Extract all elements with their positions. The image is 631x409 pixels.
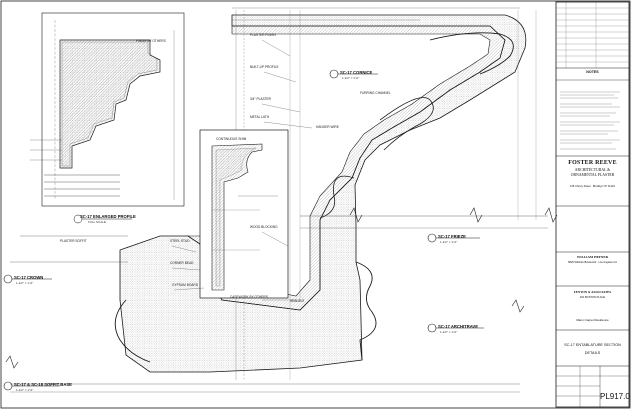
sheet-title: SC-17 ENTABLATURE SECTION bbox=[564, 343, 621, 347]
annotation: 3/4" PLASTER bbox=[250, 97, 271, 101]
annotation: GYPSUM BOARD bbox=[172, 283, 199, 287]
detail-tag-frieze: SC-17 FRIEZE bbox=[438, 234, 466, 239]
annotation: STEEL STUD bbox=[170, 239, 190, 243]
annotation: CASEWORK BY OTHERS bbox=[230, 295, 268, 299]
detail-tag-cornice: SC-17 CORNICE bbox=[340, 70, 373, 75]
main-entablature-section bbox=[5, 7, 558, 393]
leader-lines bbox=[171, 39, 313, 301]
annotation: PLASTER SOFFIT bbox=[60, 239, 87, 243]
enlarged-profile-detail bbox=[30, 12, 185, 224]
title-block-frame bbox=[555, 1, 630, 408]
notes-lines bbox=[560, 91, 620, 150]
detail-scale-architrave: 1-1/2" = 1'-0" bbox=[440, 330, 458, 334]
sheet-number: PL917.0 bbox=[600, 392, 630, 401]
company-line3: ORNAMENTAL PLASTER bbox=[570, 173, 615, 177]
detail-scale-frieze: 1-1/2" = 1'-0" bbox=[440, 240, 458, 244]
architect-address: 5820 Wilshire Boulevard · Los Angeles CA bbox=[568, 261, 617, 264]
annotation: FINISH BY OTHERS bbox=[136, 39, 166, 43]
annotation: CORNER BEAD bbox=[170, 261, 194, 265]
annotation: SEALANT bbox=[290, 299, 305, 303]
notes-heading: NOTES bbox=[586, 70, 599, 74]
company-line2: ARCHITECTURAL & bbox=[574, 168, 611, 172]
annotation: CONTINUOUS SHIM bbox=[216, 137, 247, 141]
annotation: FURRING CHANNEL bbox=[360, 91, 391, 95]
company-address: 125 Cherry Street · Brooklyn NY 11222 bbox=[570, 185, 615, 188]
annotation: METAL LATH bbox=[250, 115, 270, 119]
detail-tag-markers bbox=[3, 69, 484, 391]
architect-name: WILLIAM HEFNER bbox=[576, 255, 609, 259]
detail-scale-base-soffit: 1-1/2" = 1'-0" bbox=[16, 388, 34, 392]
detail-scale-cornice: 1-1/2" = 1'-0" bbox=[342, 76, 360, 80]
detail-tag-base-soffit: SC-17 & SC-18 SOFFIT BASE bbox=[14, 382, 72, 387]
company-name: FOSTER REEVE bbox=[568, 160, 617, 166]
frieze-framed-detail bbox=[199, 129, 289, 299]
detail-tag-architrave: SC-17 ARCHITRAVE bbox=[438, 324, 479, 329]
annotation: HANGER WIRE bbox=[316, 125, 339, 129]
sheet-subtitle: DETAILS bbox=[584, 351, 601, 355]
detail-scale-enlarged-profile: FULL SCALE bbox=[88, 220, 106, 224]
annotation: PLASTER FINISH bbox=[250, 33, 276, 37]
project-name: Mann Carpet Residence bbox=[576, 318, 609, 322]
annotation: BUILT-UP PROFILE bbox=[250, 65, 279, 69]
detail-tag-enlarged-profile: SC-17 ENLARGED PROFILE bbox=[80, 214, 136, 219]
consultant-address: 301 BOSTON PLACE bbox=[579, 296, 606, 299]
detail-scale-crown: 1-1/2" = 1'-0" bbox=[16, 281, 34, 285]
annotation: WOOD BLOCKING bbox=[250, 225, 278, 229]
revision-table bbox=[556, 2, 629, 68]
detail-tag-crown: SC-17 CROWN bbox=[14, 275, 44, 280]
consultant-name: FENTON & ASSOCIATES bbox=[573, 290, 612, 294]
